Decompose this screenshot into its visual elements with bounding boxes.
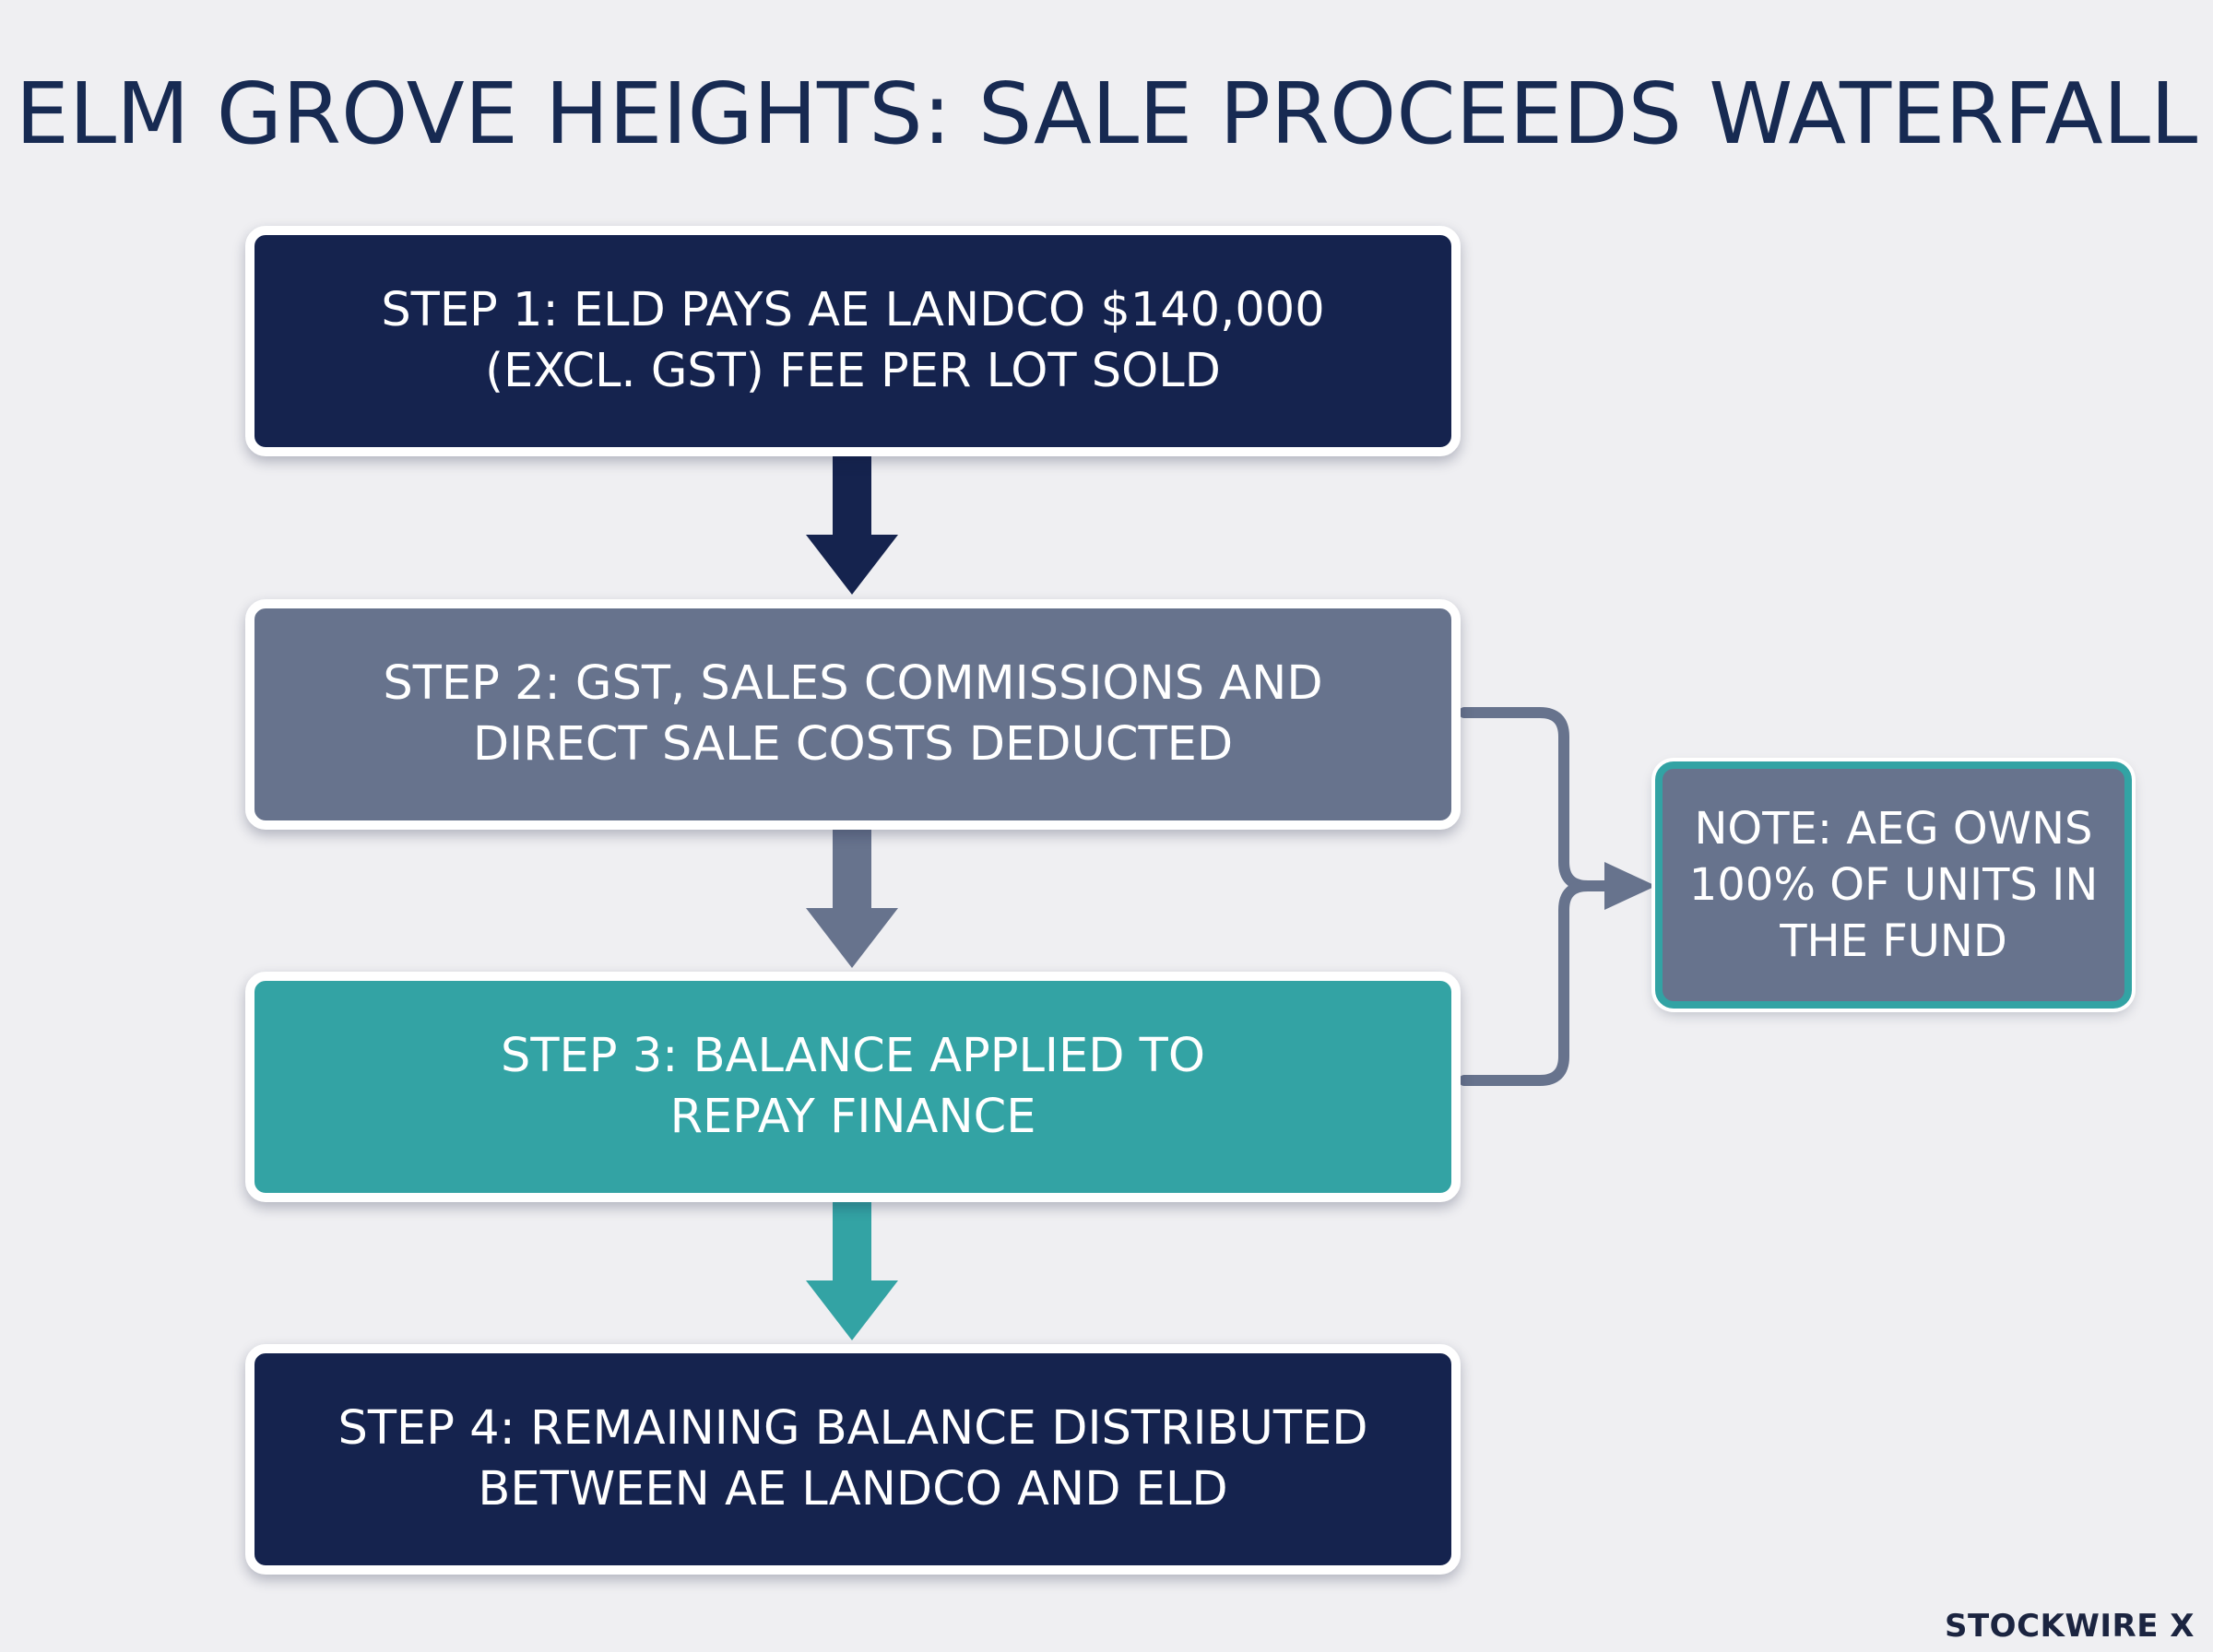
arrow-head-to-note (1604, 862, 1656, 910)
arrow-step3-to-step4 (806, 1198, 898, 1340)
note-box: NOTE: AEG OWNS 100% OF UNITS IN THE FUND (1655, 761, 2132, 1009)
step-3-line-2: REPAY FINANCE (669, 1090, 1036, 1144)
note-text: NOTE: AEG OWNS 100% OF UNITS IN THE FUND (1681, 801, 2106, 970)
step-3-text: STEP 3: BALANCE APPLIED TO REPAY FINANCE (501, 1026, 1205, 1148)
note-line-1: NOTE: AEG OWNS (1694, 802, 2093, 855)
brand-logo: STOCKWIRE X (1945, 1608, 2195, 1645)
step-4-line-2: BETWEEN AE LANDCO AND ELD (478, 1462, 1228, 1516)
step-4-text: STEP 4: REMAINING BALANCE DISTRIBUTED BE… (337, 1398, 1367, 1520)
step-1-text: STEP 1: ELD PAYS AE LANDCO $140,000 (EXC… (381, 280, 1324, 402)
arrow-step2-to-step3 (806, 825, 898, 968)
note-line-2: 100% OF UNITS (1688, 858, 2038, 911)
step-1-line-1: STEP 1: ELD PAYS AE LANDCO $140,000 (381, 283, 1325, 337)
step-2-box: STEP 2: GST, SALES COMMISSIONS AND DIREC… (245, 599, 1461, 830)
step-3-box: STEP 3: BALANCE APPLIED TO REPAY FINANCE (245, 972, 1461, 1202)
arrow-step1-to-step2 (806, 452, 898, 595)
note-line-3: IN THE FUND (1780, 858, 2099, 967)
step-1-box: STEP 1: ELD PAYS AE LANDCO $140,000 (EXC… (245, 226, 1461, 456)
step-4-box: STEP 4: REMAINING BALANCE DISTRIBUTED BE… (245, 1344, 1461, 1575)
step-1-line-2: (EXCL. GST) FEE PER LOT SOLD (485, 344, 1221, 398)
step-2-line-1: STEP 2: GST, SALES COMMISSIONS AND (383, 656, 1323, 711)
step-2-line-2: DIRECT SALE COSTS DEDUCTED (472, 717, 1234, 772)
step-2-text: STEP 2: GST, SALES COMMISSIONS AND DIREC… (383, 654, 1322, 775)
step-4-line-1: STEP 4: REMAINING BALANCE DISTRIBUTED (337, 1401, 1368, 1456)
page-title: ELM GROVE HEIGHTS: SALE PROCEEDS WATERFA… (15, 65, 2198, 163)
step-3-line-1: STEP 3: BALANCE APPLIED TO (501, 1029, 1205, 1083)
bracket-connector-to-note (1459, 707, 1615, 1086)
